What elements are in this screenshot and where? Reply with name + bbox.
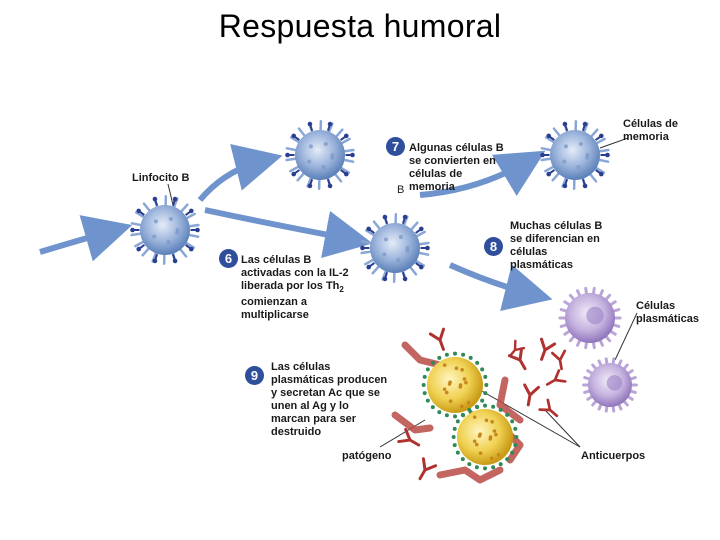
- step-badge-6: 6: [219, 249, 238, 268]
- label-celulas-memoria: Células de memoria: [623, 118, 679, 143]
- step-6-text: Las células B activadas con la IL-2 libe…: [241, 254, 361, 322]
- antibody-7: [551, 349, 567, 371]
- arrow-to-plasma-cells: [448, 262, 553, 312]
- antibody-10: [397, 427, 421, 447]
- page-title: Respuesta humoral: [218, 8, 502, 44]
- step-9-text: Las células plasmáticas producen y secre…: [271, 361, 388, 438]
- antibody-4: [523, 383, 540, 407]
- label-linfocito-b: Linfocito B: [132, 172, 190, 184]
- step-6-text-part-2: comienzan a multiplicarse: [241, 296, 309, 322]
- step-badge-8: 8: [484, 237, 503, 256]
- label-b-small: B: [397, 184, 405, 196]
- b-cell-activated-middle: [360, 213, 430, 283]
- label-celulas-plasmaticas: Células plasmáticas: [636, 300, 699, 325]
- pathogen-cell-1: [421, 351, 489, 419]
- arrow-in: [39, 215, 133, 262]
- antibody-chain-2: [391, 411, 434, 434]
- arrow-to-top-cell: [197, 144, 283, 202]
- plasma-cell-2: [582, 357, 638, 413]
- antibody-chain-4: [496, 376, 524, 424]
- step-6-text-subscript: 2: [339, 285, 344, 295]
- memory-b-cell: [540, 120, 610, 190]
- antibody-5: [538, 398, 559, 418]
- antibody-1: [540, 337, 557, 361]
- step-6-text-part-1: Las células B activadas con la IL-2 libe…: [241, 254, 349, 292]
- step-8-text: Muchas células B se diferencian en célul…: [510, 220, 603, 271]
- step-badge-9: 9: [245, 366, 264, 385]
- antibody-8: [428, 327, 445, 351]
- flow-arrows: [39, 144, 553, 312]
- antibody-chain-3: [436, 466, 504, 484]
- antibody-2: [507, 347, 527, 371]
- arrow-to-middle-cell: [204, 207, 373, 259]
- antibody-chain-1: [401, 341, 444, 369]
- b-lymphocyte-cell: [130, 195, 200, 265]
- b-cell-activated-top: [285, 120, 355, 190]
- pointer-lines: [167, 137, 638, 448]
- label-patogeno: patógeno: [342, 450, 392, 462]
- label-anticuerpos: Anticuerpos: [581, 450, 646, 462]
- step-7-text: Algunas células B se convierten en célul…: [409, 142, 504, 193]
- antibody-6: [508, 339, 526, 358]
- antibody-3: [545, 369, 567, 386]
- antibody-9: [418, 457, 438, 481]
- pathogen-cell-2: [451, 403, 519, 471]
- arrow-to-memory-cell: [419, 150, 546, 198]
- plasma-cell-1: [558, 286, 622, 350]
- step-badge-7: 7: [386, 137, 405, 156]
